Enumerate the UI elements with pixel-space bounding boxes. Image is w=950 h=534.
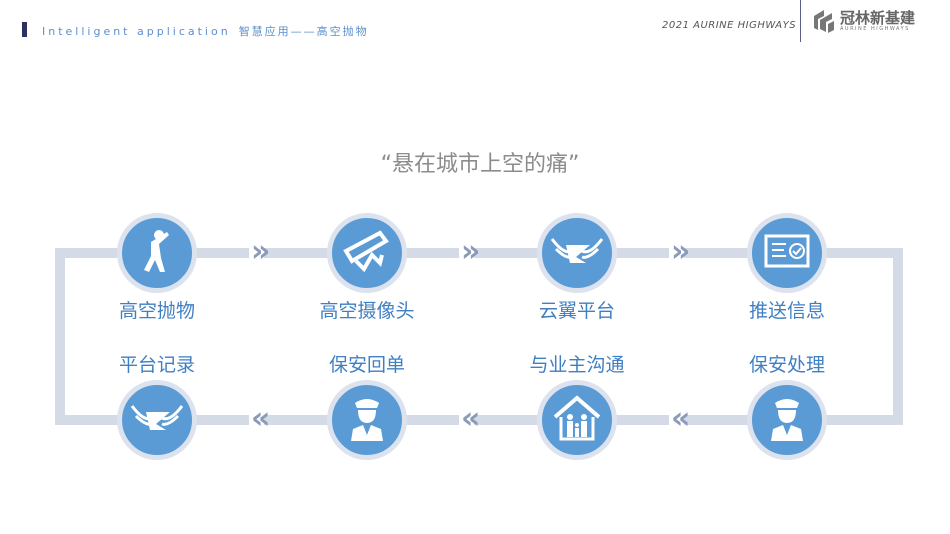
chevron-right-icon: » [669,234,691,269]
flow-node-top-1 [117,213,197,293]
flow-node-top-2 [327,213,407,293]
chevron-left-icon: « [669,401,691,436]
flow-label: 高空摄像头 [319,300,415,322]
flow-node-bottom-4 [747,380,827,460]
subtitle-cn: 智慧应用——高空抛物 [238,25,369,38]
flow-node-bottom-3 [537,380,617,460]
subtitle-en: Intelligent application [42,25,231,38]
header-accent-bar [22,22,27,37]
flow-label: 保安回单 [328,354,405,376]
page-title: “悬在城市上空的痛” [380,152,580,177]
chevron-left-icon: « [249,401,271,436]
chevron-right-icon: » [459,234,481,269]
flow-label: 云翼平台 [538,300,615,322]
flow-label: 保安处理 [748,354,825,376]
flow-label: 推送信息 [748,300,825,322]
chevron-left-icon: « [459,401,481,436]
header-subtitle: Intelligent application 智慧应用——高空抛物 [42,23,369,39]
flow-label: 平台记录 [118,354,195,376]
family-house-icon [552,395,602,445]
throwing-person-icon [137,228,177,278]
logo-sub: AURINE HIGHWAYS [840,25,910,32]
winged-logo-icon [550,233,604,273]
flow-label: 高空抛物 [118,300,195,322]
certificate-message-icon [763,233,811,273]
year-brand: 2021 AURINE HIGHWAYS [662,20,797,31]
flow-node-top-3 [537,213,617,293]
chevron-right-icon: » [249,234,271,269]
flow-label: 与业主沟通 [529,354,625,376]
security-guard-icon [347,395,387,445]
winged-logo-icon [130,400,184,440]
flow-node-bottom-2 [327,380,407,460]
flow-node-top-4 [747,213,827,293]
header-divider [800,0,801,42]
flow-track [55,248,903,425]
flow-node-bottom-1 [117,380,197,460]
security-guard-icon [767,395,807,445]
security-camera-icon [342,229,392,277]
logo-name: 冠林新基建 [840,8,916,27]
logo-mark-icon [814,10,834,33]
